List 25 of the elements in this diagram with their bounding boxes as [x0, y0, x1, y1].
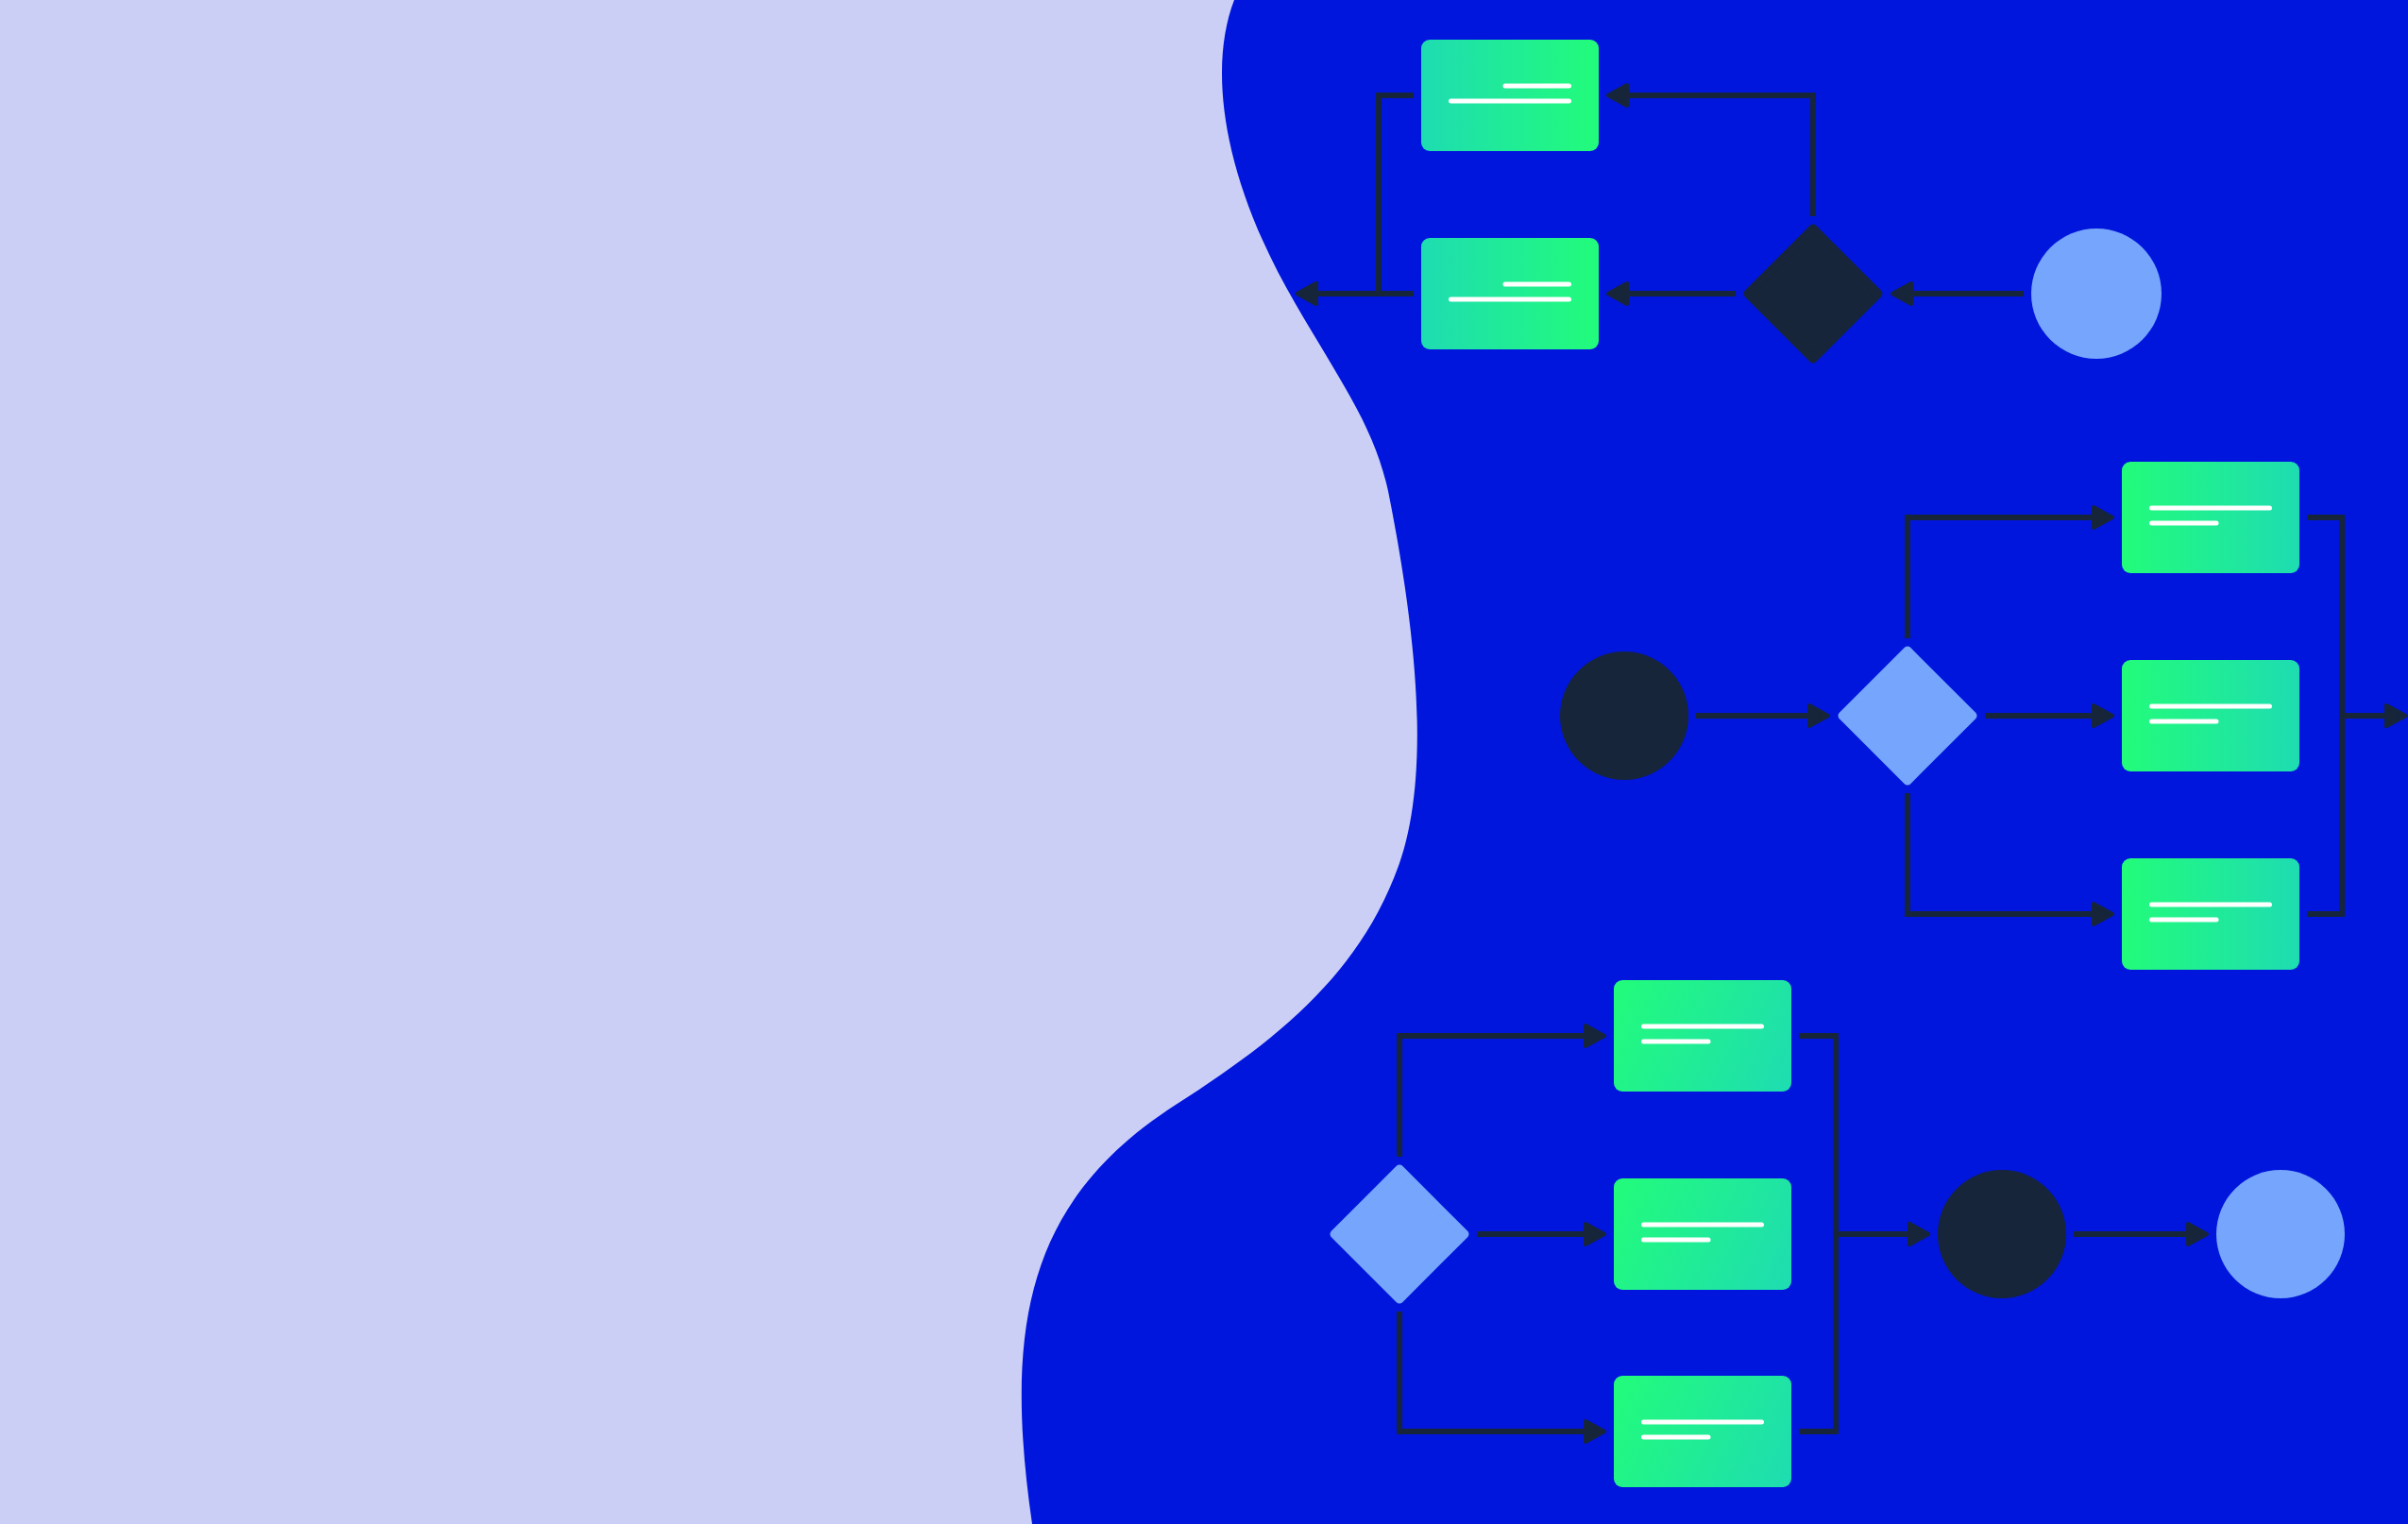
flow-arrow: [1799, 1222, 1930, 1434]
decision-diamond: [1838, 646, 1977, 786]
flow-arrow: [2074, 1222, 2209, 1246]
flow-arrow: [1905, 793, 2114, 926]
decision-diamond: [1743, 224, 1883, 364]
flow-arrow: [1606, 83, 1816, 216]
decision-diamond: [1330, 1164, 1469, 1304]
process-box: [1614, 980, 1791, 1092]
flow-arrow: [1696, 703, 1830, 728]
flow-arrow: [1606, 281, 1736, 306]
process-box: [1421, 40, 1599, 151]
flow-arrow: [2307, 703, 2407, 917]
flow-arrow: [1891, 281, 2024, 306]
process-box: [2122, 858, 2299, 970]
flow-arrow: [1985, 703, 2114, 728]
flow-arrow: [1477, 1222, 1606, 1246]
flow-arrow: [1397, 1024, 1606, 1157]
process-box: [2122, 660, 2299, 771]
process-box: [2122, 462, 2299, 573]
flow-arrow: [1296, 281, 1414, 306]
process-box: [1614, 1376, 1791, 1487]
flow-arrow: [1397, 1312, 1606, 1444]
process-box: [1614, 1178, 1791, 1290]
flow-arrow: [1905, 505, 2114, 638]
process-box: [1421, 238, 1599, 349]
